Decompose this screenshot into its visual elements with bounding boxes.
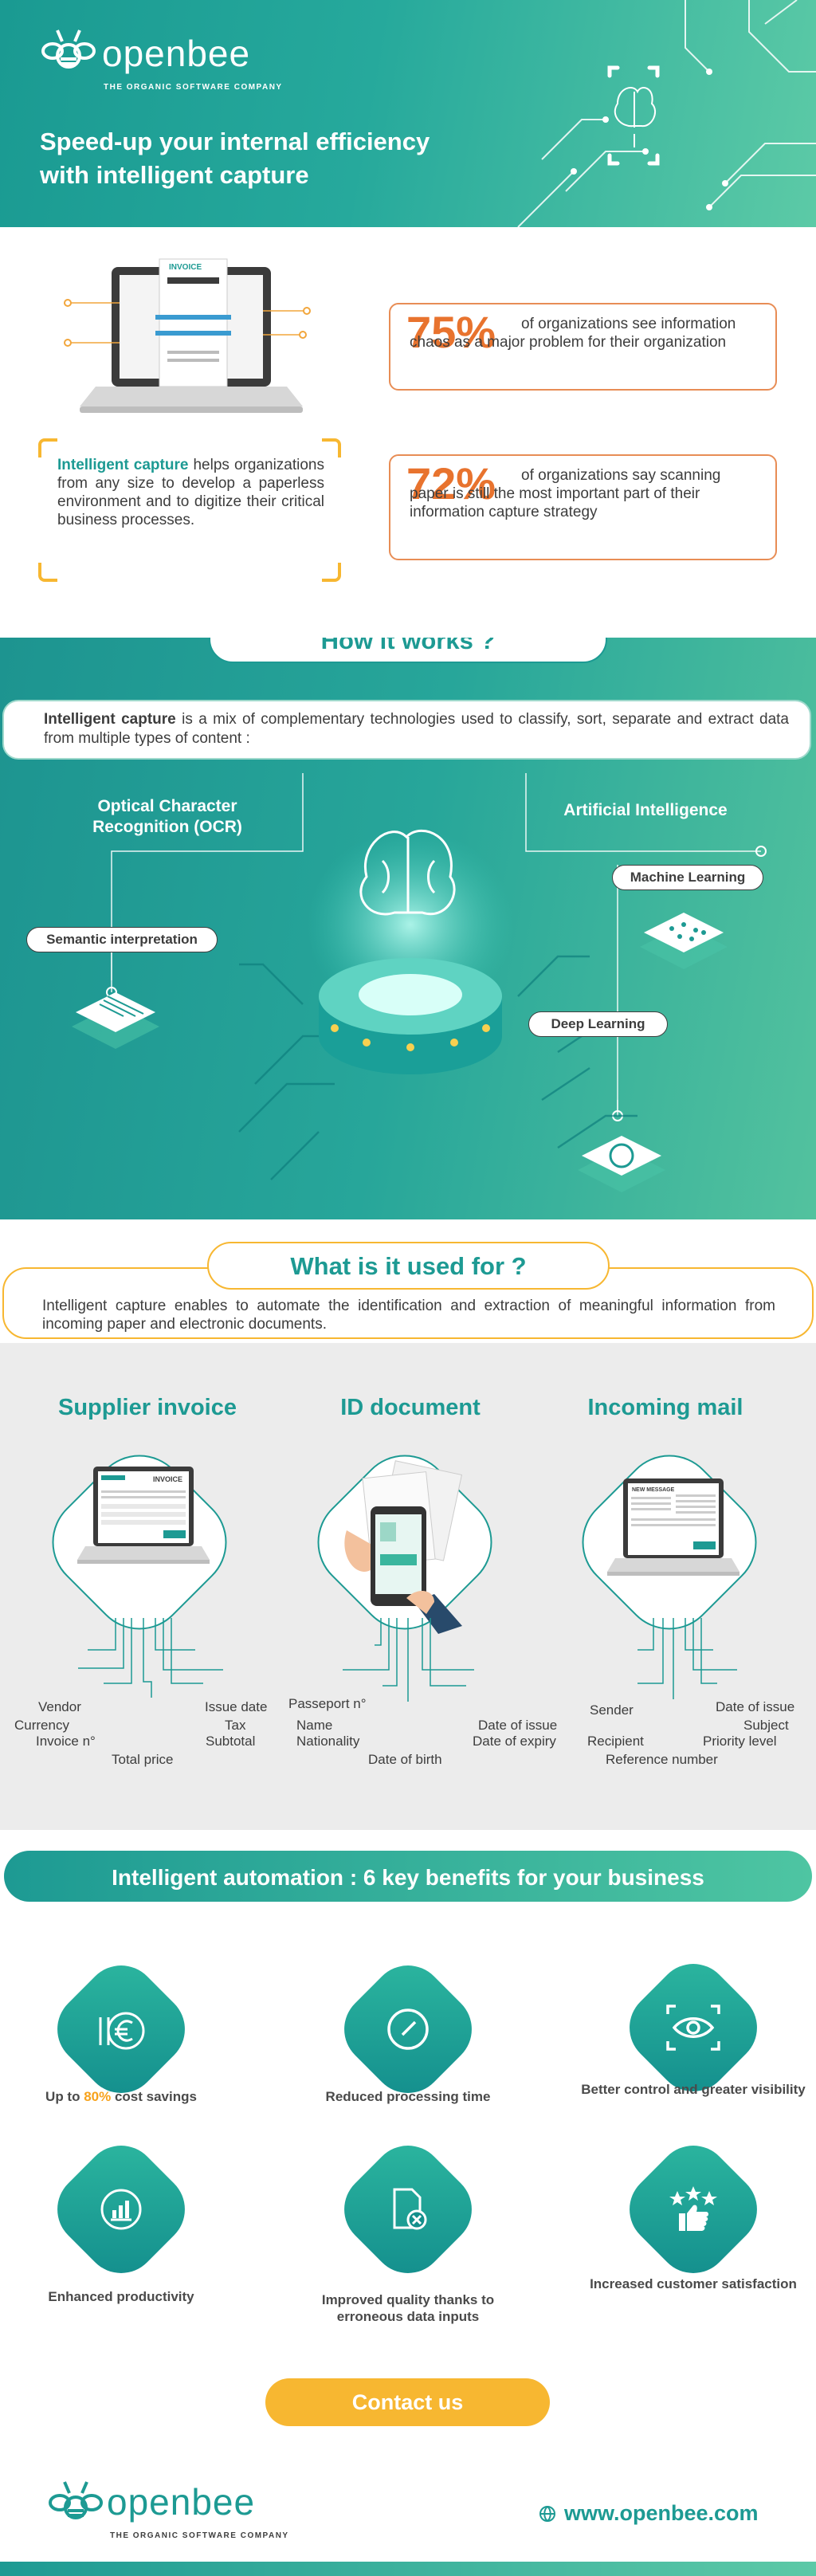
invoice-laptop-illustration	[77, 1467, 210, 1564]
footer-brand-tagline: THE ORGANIC SOFTWARE COMPANY	[110, 2531, 289, 2540]
how-desc-box	[2, 700, 811, 760]
intro-text: Intelligent capture helps organizations …	[57, 456, 324, 529]
label-subtotal: Subtotal	[206, 1734, 256, 1749]
pill-semantic-interpretation: Semantic interpretation	[26, 927, 218, 952]
bee-logo-icon	[41, 29, 96, 69]
label-nationality: Nationality	[296, 1734, 360, 1749]
headline-line1: Speed-up your internal efficiency	[40, 128, 430, 155]
intro-text-rest: helps organizations from any size to dev…	[57, 457, 324, 528]
mail-screen-title: NEW MESSAGE	[632, 1487, 675, 1493]
contact-us-label: Contact us	[351, 2390, 464, 2414]
how-section: How it works ? Intelligent capture is a …	[0, 638, 816, 1219]
document-error-icon	[352, 2154, 464, 2265]
benefits-title-banner	[4, 1851, 812, 1902]
eye-scan-icon	[638, 1972, 749, 2083]
label-total-price: Total price	[112, 1752, 174, 1767]
column-title-incoming-mail: Incoming mail	[587, 1395, 743, 1420]
stat-card-1	[389, 303, 777, 391]
how-desc-rest: is a mix of complementary technologies u…	[44, 711, 789, 747]
semantic-doc-illustration	[72, 992, 159, 1049]
globe-icon	[539, 2506, 555, 2522]
label-passport-number: Passeport n°	[288, 1696, 367, 1711]
brand-name: openbee	[102, 33, 251, 74]
how-desc-bold: Intelligent capture	[44, 711, 176, 728]
benefits-section: Intelligent automation : 6 key benefits …	[0, 1830, 816, 2460]
laptop-doc-title: INVOICE	[169, 263, 202, 272]
benefits-title: Intelligent automation : 6 key benefits …	[112, 1865, 704, 1890]
stat-value-2: 72%	[406, 458, 496, 509]
ocr-label-line2: Recognition (OCR)	[92, 818, 242, 836]
label-reference-number: Reference number	[606, 1752, 718, 1767]
label-date-of-expiry: Date of expiry	[473, 1734, 556, 1749]
column-title-id-document: ID document	[340, 1395, 481, 1420]
clock-icon	[352, 1973, 464, 2085]
pill-machine-learning: Machine Learning	[612, 865, 763, 890]
label-issue-date: Issue date	[205, 1699, 268, 1714]
mail-laptop-illustration	[607, 1478, 740, 1576]
deep-learning-illustration	[578, 1136, 665, 1192]
label-date-of-issue-id: Date of issue	[478, 1718, 558, 1733]
label-subject: Subject	[743, 1718, 789, 1733]
intro-text-bold: Intelligent capture	[57, 457, 189, 473]
header-section: openbee THE ORGANIC SOFTWARE COMPANY Spe…	[0, 0, 816, 227]
footer-section: openbee THE ORGANIC SOFTWARE COMPANY www…	[0, 2460, 816, 2576]
brain-platform-illustration	[307, 829, 514, 1074]
circuit-brain-decoration	[517, 0, 816, 227]
label-invoice-number: Invoice n°	[36, 1734, 96, 1749]
label-date-of-issue-mail: Date of issue	[716, 1699, 795, 1714]
label-date-of-birth: Date of birth	[368, 1752, 442, 1767]
footer-url[interactable]: www.openbee.com	[564, 2501, 759, 2525]
column-title-supplier-invoice: Supplier invoice	[58, 1395, 237, 1420]
benefit-text-4: Enhanced productivity	[48, 2289, 194, 2304]
euro-coins-icon	[65, 1973, 177, 2085]
intro-bracket-frame	[38, 438, 341, 582]
id-document-illustration	[344, 1460, 463, 1634]
label-name: Name	[296, 1718, 333, 1733]
benefit-text-3: Better control and greater visibility	[581, 2082, 806, 2097]
label-vendor: Vendor	[38, 1699, 81, 1714]
label-priority-level: Priority level	[703, 1734, 777, 1749]
benefit-text-1: Up to 80% cost savings	[45, 2089, 197, 2104]
ai-label: Artificial Intelligence	[563, 801, 728, 819]
field-connector-lines	[78, 1618, 737, 1702]
chart-icon	[65, 2154, 177, 2265]
benefit-highlight: 80%	[84, 2089, 112, 2104]
thumbs-up-stars-icon	[638, 2154, 749, 2265]
label-sender: Sender	[590, 1702, 634, 1718]
footer-bee-logo-icon	[49, 2481, 103, 2519]
footer-brand-name: openbee	[107, 2481, 256, 2523]
usage-section: What is it used for ? Intelligent captur…	[0, 1219, 816, 1830]
how-desc: Intelligent capture is a mix of compleme…	[44, 710, 789, 748]
stat-card-2	[389, 454, 777, 560]
invoice-screen-title: INVOICE	[153, 1475, 183, 1483]
machine-learning-illustration	[640, 913, 728, 969]
benefit-text-2: Reduced processing time	[325, 2089, 491, 2104]
benefit-text-5: Improved quality thanks to erroneous dat…	[321, 2292, 495, 2324]
intro-section: INVOICE Intelligent capture helps organi…	[0, 227, 816, 638]
label-tax: Tax	[225, 1718, 246, 1733]
stat-value-1: 75%	[406, 307, 496, 357]
label-currency: Currency	[14, 1718, 69, 1733]
how-title: How it works ?	[209, 638, 607, 663]
label-recipient: Recipient	[587, 1734, 644, 1749]
headline-line2: with intelligent capture	[40, 161, 309, 189]
benefit-text-6: Increased customer satisfaction	[590, 2276, 797, 2291]
brand-tagline: THE ORGANIC SOFTWARE COMPANY	[104, 83, 283, 92]
stat-text-2: of organizations say scanning paper is s…	[410, 467, 721, 520]
ocr-label-line1: Optical Character	[97, 797, 237, 815]
stat-text-1: of organizations see information chaos a…	[410, 316, 736, 351]
contact-us-button[interactable]: Contact us	[265, 2378, 550, 2426]
laptop-invoice-illustration	[64, 258, 311, 413]
usage-title: What is it used for ?	[207, 1242, 610, 1290]
usage-desc: Intelligent capture enables to automate …	[42, 1298, 775, 1333]
footer-bottom-bar	[0, 2562, 816, 2576]
pill-deep-learning: Deep Learning	[528, 1011, 668, 1037]
